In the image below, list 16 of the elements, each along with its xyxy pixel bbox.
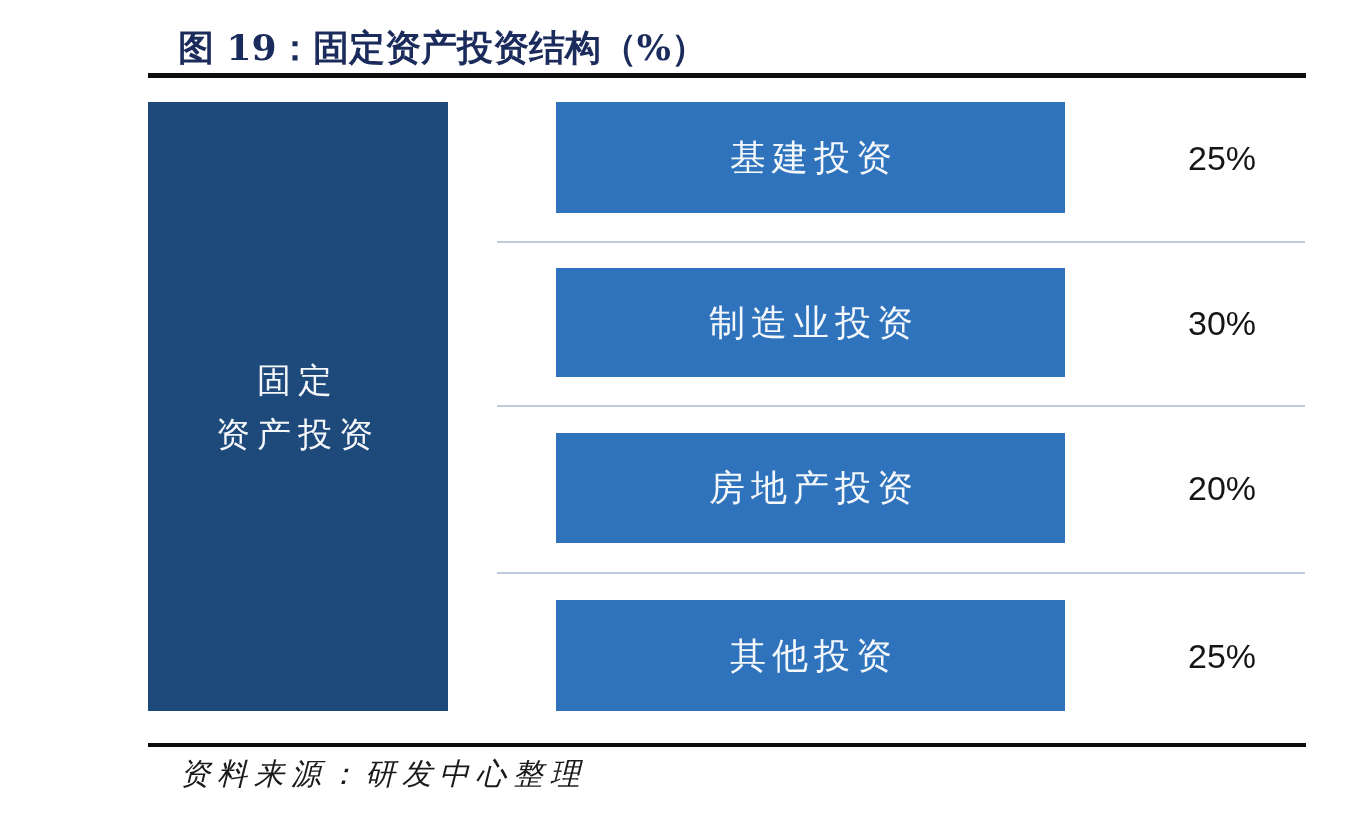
source-note: 资料来源：研发中心整理 bbox=[180, 755, 587, 793]
category-box bbox=[148, 102, 448, 711]
subcategory-label: 制造业投资 bbox=[707, 300, 919, 345]
subcategory-label: 房地产投资 bbox=[707, 466, 919, 510]
subcategory-box bbox=[556, 102, 1065, 213]
percentage-label: 25% bbox=[1186, 635, 1258, 677]
percentage-label: 30% bbox=[1186, 302, 1258, 344]
subcategory-box bbox=[556, 600, 1065, 711]
category-label: 固定资产投资 bbox=[215, 358, 381, 456]
subcategory-box bbox=[556, 268, 1065, 377]
percentage-label: 20% bbox=[1186, 468, 1258, 509]
percentage-label: 25% bbox=[1186, 137, 1258, 179]
subcategory-label: 基建投资 bbox=[728, 135, 898, 180]
subcategory-label: 其他投资 bbox=[728, 633, 898, 678]
figure-title: 图 19：固定资产投资结构（%） bbox=[178, 25, 707, 70]
subcategory-box bbox=[556, 433, 1065, 543]
